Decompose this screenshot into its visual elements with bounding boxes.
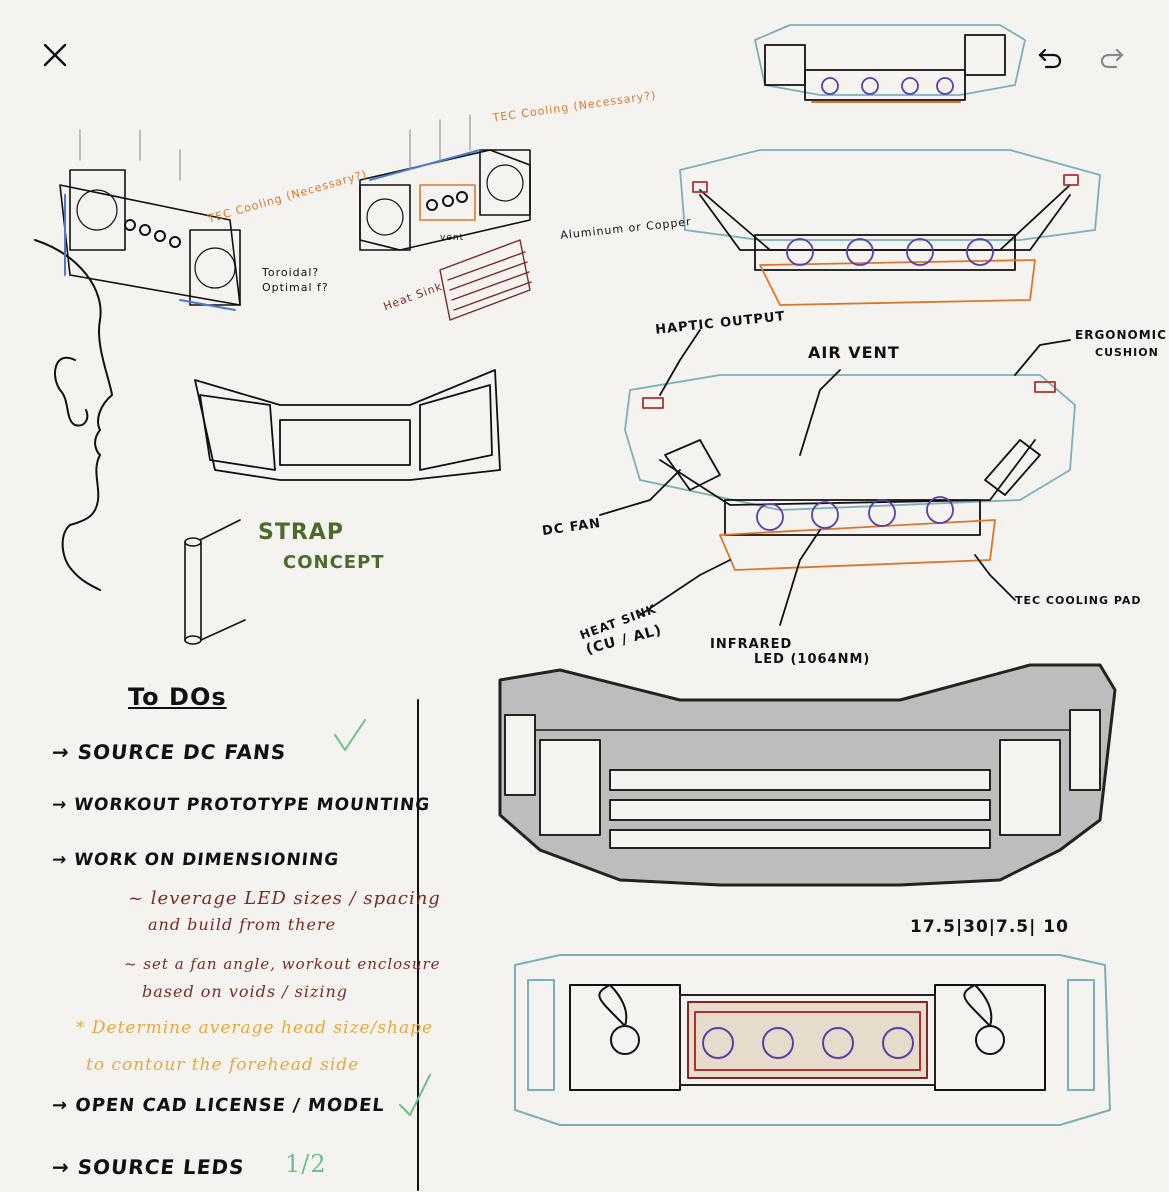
heat-sink-sketch — [439, 239, 532, 321]
undo-button[interactable] — [1028, 35, 1072, 79]
todo-item: → Source DC Fans — [50, 740, 288, 764]
device-bottom-view — [514, 954, 1111, 1126]
tec-pad-label: TEC COOLING PAD — [1015, 594, 1142, 607]
face-profile-sketch — [34, 239, 113, 591]
infrared-label-2: LED (1064nm) — [754, 652, 871, 667]
ergonomic-cushion-label-2: CUSHION — [1095, 346, 1159, 359]
toroidal-note: Toroidal? Optimal f? — [262, 266, 329, 294]
vent-small-note: vent — [440, 233, 465, 243]
bracket-sketch — [194, 369, 501, 481]
device-mid-view — [679, 149, 1101, 306]
todo-sub-note: based on voids / sizing — [142, 982, 349, 1001]
infrared-label-1: INFRARED — [710, 637, 793, 652]
ear-sketch — [54, 356, 89, 427]
device-rendered-frame — [498, 663, 1117, 887]
strap-label-line2: CONCEPT — [283, 552, 385, 573]
close-icon — [43, 43, 67, 67]
redo-button[interactable] — [1090, 35, 1134, 79]
redo-icon — [1100, 48, 1124, 69]
todo-sub-note: and build from there — [148, 915, 337, 934]
todo-sub-note: to contour the forehead side — [86, 1055, 360, 1075]
strap-sketch — [184, 519, 246, 645]
close-button[interactable] — [33, 33, 77, 77]
todo-sub-note: * Determine average head size/shape — [76, 1018, 434, 1038]
todo-item: → Open CAD License / Model — [50, 1095, 386, 1116]
undo-icon — [1038, 48, 1062, 69]
ergonomic-cushion-label-1: ERGONOMIC — [1075, 328, 1167, 342]
air-vent-label: AIR VENT — [808, 343, 900, 362]
todo-sub-note: ~ set a fan angle, workout enclosure — [124, 955, 441, 973]
device-top-view — [754, 24, 1026, 103]
todo-title: To DOs — [128, 683, 227, 711]
fraction-note: 1/2 — [285, 1150, 327, 1178]
dimensions-label: 17.5|30|7.5| 10 — [910, 917, 1069, 937]
todo-item: → Workout prototype mounting — [50, 795, 432, 815]
check-mark-2 — [399, 1074, 431, 1116]
fan-block-sketch-right — [359, 149, 531, 251]
strap-label-line1: STRAP — [258, 520, 344, 545]
todo-sub-note: ~ leverage LED sizes / spacing — [128, 888, 441, 909]
fan-block-sketch-left — [59, 169, 241, 311]
check-mark-1 — [334, 719, 366, 751]
todo-item: → Work on Dimensioning — [50, 850, 341, 870]
device-labeled-view — [599, 329, 1076, 626]
